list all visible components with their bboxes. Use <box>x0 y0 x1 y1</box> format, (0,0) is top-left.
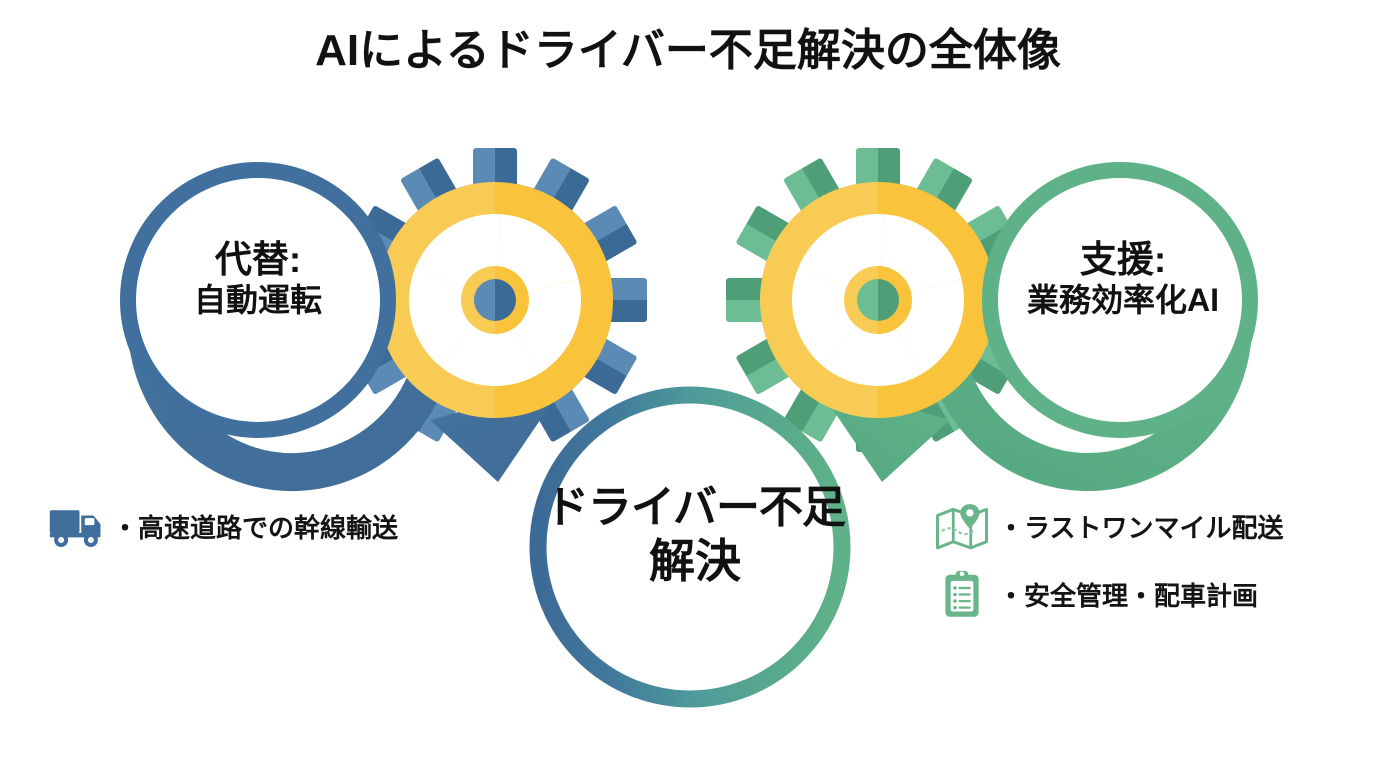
map-pin-icon <box>936 504 988 550</box>
node-circle-right[interactable] <box>982 162 1258 438</box>
clipboard-checklist-icon <box>945 570 979 617</box>
steering-wheel-icon-right <box>760 182 996 418</box>
bullet-text-left-0: ・高速道路での幹線輸送 <box>112 512 399 543</box>
bullet-text-right-0: ・ラストワンマイル配送 <box>998 512 1284 543</box>
truck-icon <box>49 510 101 547</box>
bullet-text-right-1: ・安全管理・配車計画 <box>998 580 1259 611</box>
bullet-item-right-1: ・安全管理・配車計画 <box>934 568 1258 620</box>
node-circle-left[interactable] <box>120 162 396 438</box>
steering-wheel-icon-left <box>377 182 613 418</box>
bullet-item-left-0: ・高速道路での幹線輸送 <box>48 500 398 552</box>
bullet-item-right-0: ・ラストワンマイル配送 <box>934 500 1283 552</box>
page-title: AIによるドライバー不足解決の全体像 <box>315 26 1061 75</box>
node-circle-center[interactable] <box>529 386 851 708</box>
